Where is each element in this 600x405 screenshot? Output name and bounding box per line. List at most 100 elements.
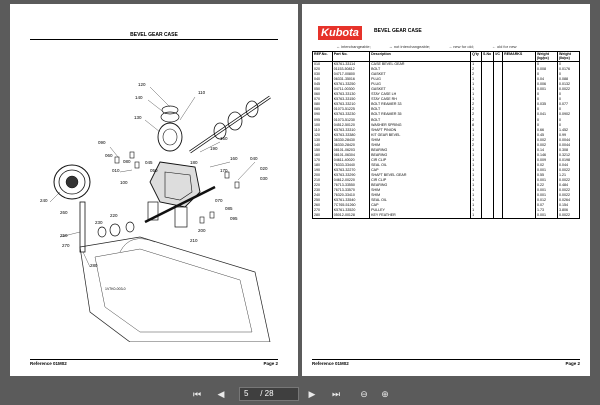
cell-sno bbox=[481, 82, 495, 88]
callout-260: 260 bbox=[60, 210, 68, 215]
cell-remarks bbox=[502, 112, 537, 118]
page-left: BEVEL GEAR CASE bbox=[10, 4, 298, 376]
cell-remarks bbox=[502, 193, 537, 199]
cell-description: PLUG bbox=[369, 77, 472, 83]
cell-remarks bbox=[502, 117, 537, 123]
first-page-icon[interactable]: ⏮ bbox=[192, 389, 202, 399]
cell-weight-lb: 0.154 bbox=[557, 203, 580, 209]
cell-sno bbox=[481, 77, 495, 83]
callout-045: 045 bbox=[145, 160, 153, 165]
cell-weight-lb: 0 bbox=[557, 61, 580, 68]
cell-weight-lb: 0 bbox=[557, 72, 580, 78]
cell-remarks bbox=[502, 77, 537, 83]
cell-description: CAP bbox=[369, 167, 472, 174]
cell-remarks bbox=[502, 142, 537, 148]
callout-220: 220 bbox=[110, 213, 118, 218]
cell-part-no: K5761-33114 bbox=[331, 61, 371, 68]
callout-010: 010 bbox=[112, 168, 120, 173]
cell-sno bbox=[481, 193, 495, 199]
cell-description: BEARING bbox=[369, 147, 472, 153]
page-number-input[interactable] bbox=[244, 389, 258, 398]
callout-200: 200 bbox=[198, 228, 206, 233]
cell-weight-lb: 0.0022 bbox=[557, 178, 580, 184]
cell-description: BEARING bbox=[369, 183, 472, 189]
bottom-divider bbox=[312, 359, 580, 360]
cell-remarks bbox=[502, 188, 537, 194]
cell-remarks bbox=[502, 132, 537, 138]
cell-remarks bbox=[502, 208, 537, 214]
callout-050: 050 bbox=[150, 168, 158, 173]
cell-sno bbox=[481, 198, 495, 204]
cell-sno bbox=[481, 107, 495, 113]
cell-remarks bbox=[502, 183, 537, 189]
cell-sno bbox=[481, 102, 495, 108]
cell-part-no: K5763-33310 bbox=[331, 127, 371, 133]
cell-part-no: 06331-35016 bbox=[331, 77, 371, 83]
cell-part-no: K5763-33130 bbox=[331, 92, 371, 98]
cell-remarks bbox=[502, 152, 537, 158]
cell-weight-lb: 0 bbox=[557, 107, 580, 113]
exploded-parts-diagram: 120 110 140 130 150 160 170 180 190 090 … bbox=[40, 82, 271, 342]
cell-description: SHAFT PINION bbox=[369, 127, 472, 133]
bottom-divider bbox=[30, 359, 278, 360]
cell-sno bbox=[481, 122, 495, 128]
col-remarks: REMARKS bbox=[502, 51, 537, 62]
cell-remarks bbox=[502, 61, 537, 68]
legend-item: ↔ not interchangeable; bbox=[388, 44, 431, 49]
callout-180: 180 bbox=[190, 160, 198, 165]
cell-part-no: 04717-00800 bbox=[331, 72, 371, 78]
cell-description: BOLT bbox=[369, 117, 472, 123]
cell-part-no: K5763-32270 bbox=[331, 167, 371, 174]
cell-remarks bbox=[502, 107, 537, 113]
cell-sno bbox=[481, 213, 495, 220]
cell-weight-lb: 0.0022 bbox=[557, 213, 580, 220]
cell-description: SHAFT BEVEL GEAR bbox=[369, 173, 472, 179]
cell-remarks bbox=[502, 72, 537, 78]
next-page-icon[interactable]: ▶ bbox=[308, 389, 316, 399]
callout-270: 270 bbox=[62, 243, 70, 248]
cell-weight-lb: 0.0022 bbox=[557, 193, 580, 199]
cell-part-no: K5761-33520 bbox=[331, 208, 371, 214]
cell-sno bbox=[481, 87, 495, 93]
cell-weight-lb: 0.0044 bbox=[557, 142, 580, 148]
diagram-code: 1V7K0-003-0 bbox=[105, 287, 126, 291]
col-weight-lb: Weight (lb/pc) bbox=[557, 51, 580, 62]
cell-part-no: 04711-00300 bbox=[331, 87, 371, 93]
prev-page-icon[interactable]: ◀ bbox=[217, 389, 225, 399]
zoom-in-icon[interactable]: ⊕ bbox=[381, 389, 389, 399]
zoom-out-icon[interactable]: ⊖ bbox=[360, 389, 368, 399]
cell-part-no: K5761-33250 bbox=[331, 82, 371, 88]
footer-page: Page 2 bbox=[565, 361, 580, 366]
last-page-icon[interactable]: ⏭ bbox=[331, 389, 341, 399]
cell-description: BOLT REAMER 33 bbox=[369, 102, 472, 108]
cell-part-no: 05012-00128 bbox=[331, 213, 371, 220]
cell-remarks bbox=[502, 122, 537, 128]
cell-sno bbox=[481, 188, 495, 194]
cell-description: CIR CLIP bbox=[369, 178, 472, 184]
cell-remarks bbox=[502, 82, 537, 88]
cell-remarks bbox=[502, 162, 537, 168]
cell-description: BEARING bbox=[369, 152, 472, 158]
callout-240: 240 bbox=[40, 198, 48, 203]
cell-weight-lb: 1.21 bbox=[557, 173, 580, 179]
cell-part-no: 76320-33410 bbox=[331, 193, 371, 199]
cell-remarks bbox=[502, 167, 537, 174]
cell-sno bbox=[481, 147, 495, 153]
cell-weight-lb: 0.99 bbox=[557, 132, 580, 138]
cell-sno bbox=[481, 173, 495, 179]
cell-sno bbox=[481, 97, 495, 103]
callout-150: 150 bbox=[220, 136, 228, 141]
cell-ic bbox=[493, 213, 504, 220]
